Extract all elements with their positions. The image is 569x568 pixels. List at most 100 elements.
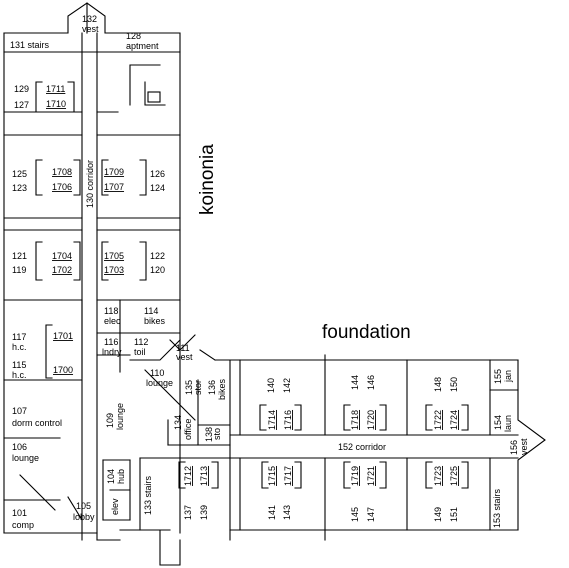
suite-1712: 1712 — [183, 466, 193, 486]
room-150: 150 — [449, 377, 459, 392]
suite-1722: 1722 — [433, 410, 443, 430]
suite-1719: 1719 — [350, 466, 360, 486]
room-104-name: hub — [116, 469, 126, 484]
room-109: 109 — [105, 413, 115, 428]
room-118-name: elec — [104, 316, 121, 326]
suite-1705: 1705 — [104, 251, 124, 261]
suite-1716: 1716 — [283, 410, 293, 430]
suite-1704: 1704 — [52, 251, 72, 261]
suite-1710: 1710 — [46, 99, 66, 109]
room-112: 112 — [134, 337, 148, 347]
wing-label-foundation: foundation — [322, 322, 411, 343]
room-104: 104 — [106, 469, 116, 484]
suite-1715: 1715 — [267, 466, 277, 486]
room-126: 126 — [150, 169, 165, 179]
room-128: 128 — [126, 31, 141, 41]
room-154: 154 — [493, 415, 503, 430]
room-134-name: office — [183, 419, 193, 440]
suite-1711: 1711 — [46, 84, 65, 94]
suite-1720: 1720 — [366, 410, 376, 430]
room-131: 131 stairs — [10, 40, 50, 50]
room-112-name: toil — [134, 347, 146, 357]
room-138: 138 — [204, 427, 214, 442]
room-124: 124 — [150, 183, 165, 193]
room-155-name: jan — [503, 370, 513, 383]
suite-1701: 1701 — [53, 331, 73, 341]
room-117: 117 — [12, 332, 26, 342]
room-144: 144 — [350, 375, 360, 390]
room-115-name: h.c. — [12, 370, 27, 380]
room-117-name: h.c. — [12, 342, 27, 352]
room-127: 127 — [14, 100, 29, 110]
suite-1717: 1717 — [283, 466, 293, 486]
suite-1708: 1708 — [52, 167, 72, 177]
room-114: 114 — [144, 306, 158, 316]
room-110: 110 — [150, 368, 164, 378]
suite-1700: 1700 — [53, 365, 73, 375]
room-elev: elev — [110, 498, 120, 515]
room-132: 132 — [82, 14, 97, 24]
suite-1721: 1721 — [366, 466, 376, 486]
room-105-name: lobby — [73, 512, 95, 522]
room-110-name: lounge — [146, 378, 173, 388]
room-132-name: vest — [82, 24, 99, 34]
room-130: 130 corridor — [85, 160, 95, 208]
room-107-name: dorm control — [12, 418, 62, 428]
suite-1702: 1702 — [52, 265, 72, 275]
room-146: 146 — [366, 375, 376, 390]
suite-1725: 1725 — [449, 466, 459, 486]
room-143: 143 — [282, 505, 292, 520]
room-129: 129 — [14, 84, 29, 94]
room-121: 121 — [12, 251, 27, 261]
room-128-name: aptment — [126, 41, 159, 51]
room-152: 152 corridor — [338, 442, 386, 452]
room-135-name: stor — [193, 380, 203, 395]
walls — [3, 2, 546, 566]
room-111-name: vest — [176, 352, 193, 362]
suite-1723: 1723 — [433, 466, 443, 486]
room-138-name: sto — [212, 428, 222, 440]
room-149: 149 — [433, 507, 443, 522]
room-111: 111 — [176, 343, 190, 353]
suite-1718: 1718 — [350, 410, 360, 430]
suite-1724: 1724 — [449, 410, 459, 430]
room-136: 136 — [207, 380, 217, 395]
room-145: 145 — [350, 507, 360, 522]
room-151: 151 — [449, 507, 459, 522]
suite-1709: 1709 — [104, 167, 124, 177]
room-118: 118 — [104, 306, 118, 316]
room-147: 147 — [366, 507, 376, 522]
suite-1703: 1703 — [104, 265, 124, 275]
room-148: 148 — [433, 377, 443, 392]
room-101-name: comp — [12, 520, 34, 530]
room-139: 139 — [199, 505, 209, 520]
suite-1707: 1707 — [104, 182, 124, 192]
room-125: 125 — [12, 169, 27, 179]
room-109-name: lounge — [115, 403, 125, 430]
room-107: 107 — [12, 406, 27, 416]
suite-1714: 1714 — [267, 410, 277, 430]
wing-label-koinonia: koinonia — [197, 144, 218, 215]
room-133: 133 stairs — [143, 475, 153, 515]
room-156-name: vest — [519, 438, 529, 455]
room-134: 134 — [173, 415, 183, 430]
room-105: 105 — [76, 501, 91, 511]
room-119: 119 — [12, 265, 26, 275]
room-156: 156 — [509, 440, 519, 455]
room-123: 123 — [12, 183, 27, 193]
room-106-name: lounge — [12, 453, 39, 463]
room-140: 140 — [266, 378, 276, 393]
suite-labels: 1711 1710 1708 1706 1709 1707 1704 1702 … — [46, 84, 459, 486]
suite-1713: 1713 — [199, 466, 209, 486]
room-101: 101 — [12, 508, 27, 518]
room-120: 120 — [150, 265, 165, 275]
room-137: 137 — [183, 505, 193, 520]
room-115: 115 — [12, 360, 26, 370]
room-106: 106 — [12, 442, 27, 452]
room-142: 142 — [282, 378, 292, 393]
room-141: 141 — [267, 505, 277, 520]
room-116-name: lndry — [102, 347, 122, 357]
room-122: 122 — [150, 251, 165, 261]
room-135: 135 — [184, 380, 194, 395]
